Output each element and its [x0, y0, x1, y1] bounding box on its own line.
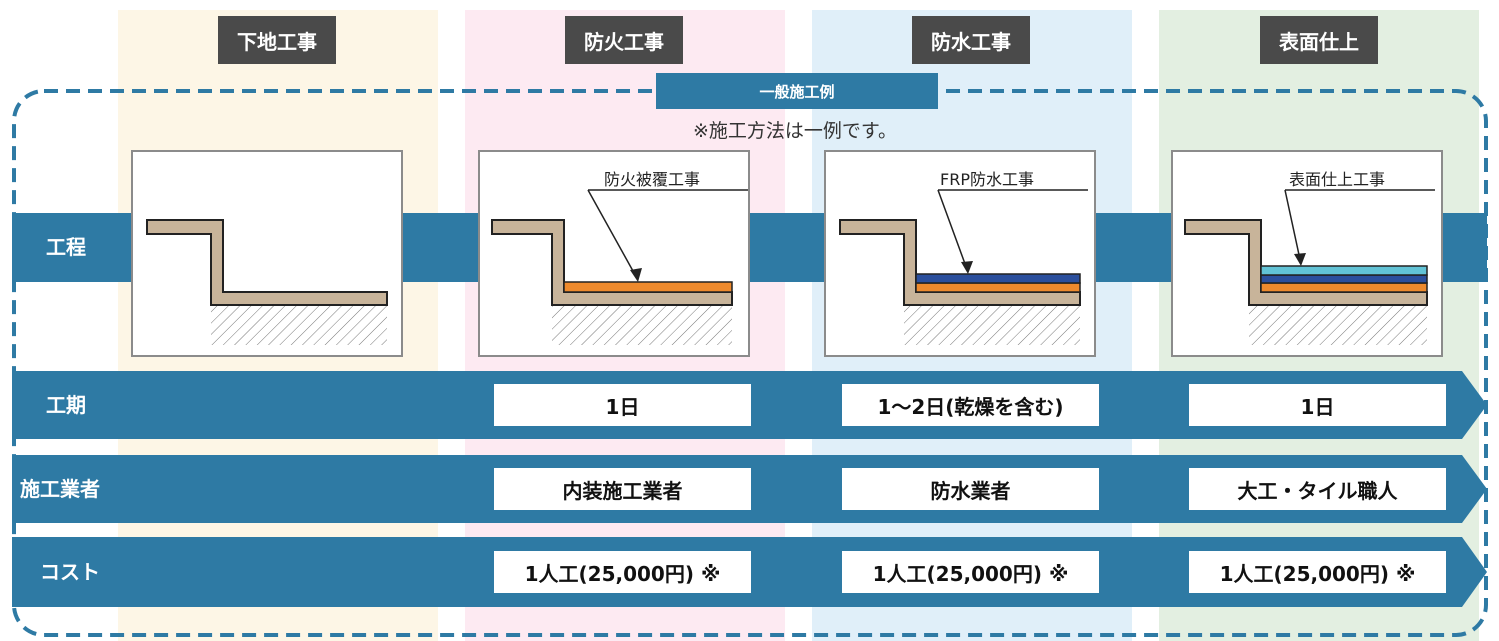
column-header-substrate: 下地工事: [218, 16, 336, 64]
column-header-waterproof: 防水工事: [912, 16, 1030, 64]
cost-finish: 1人工(25,000円) ※: [1189, 551, 1446, 593]
panel-label-fireproof: 防火被覆工事: [604, 170, 701, 189]
fireproof-diagram: [491, 189, 748, 345]
panel-label-waterproof: FRP防水工事: [940, 170, 1034, 189]
period-finish: 1日: [1189, 384, 1446, 426]
row-label-contractor: 施工業者: [20, 477, 100, 501]
process-panel-substrate: [131, 150, 403, 357]
period-waterproof: 1～2日(乾燥を含む): [842, 384, 1099, 426]
example-tag: 一般施工例: [656, 73, 938, 109]
period-fireproof: 1日: [494, 384, 751, 426]
process-panel-waterproof: FRP防水工事: [824, 150, 1096, 357]
contractor-waterproof: 防水業者: [842, 468, 1099, 510]
panel-label-finish: 表面仕上工事: [1289, 170, 1386, 189]
contractor-finish: 大工・タイル職人: [1189, 468, 1446, 510]
substrate-diagram: [146, 219, 388, 345]
row-label-cost: コスト: [40, 560, 100, 584]
contractor-fireproof: 内装施工業者: [494, 468, 751, 510]
process-panel-fireproof: 防火被覆工事: [478, 150, 750, 357]
column-header-fireproof: 防火工事: [565, 16, 683, 64]
cost-waterproof: 1人工(25,000円) ※: [842, 551, 1099, 593]
column-header-finish: 表面仕上: [1260, 16, 1378, 64]
row-label-process: 工程: [46, 235, 86, 259]
finish-diagram: [1184, 189, 1435, 345]
row-label-period: 工期: [46, 393, 86, 417]
waterproof-diagram: [839, 189, 1088, 345]
process-panel-finish: 表面仕上工事: [1171, 150, 1443, 357]
cost-fireproof: 1人工(25,000円) ※: [494, 551, 751, 593]
example-note: ※施工方法は一例です。: [692, 120, 898, 142]
